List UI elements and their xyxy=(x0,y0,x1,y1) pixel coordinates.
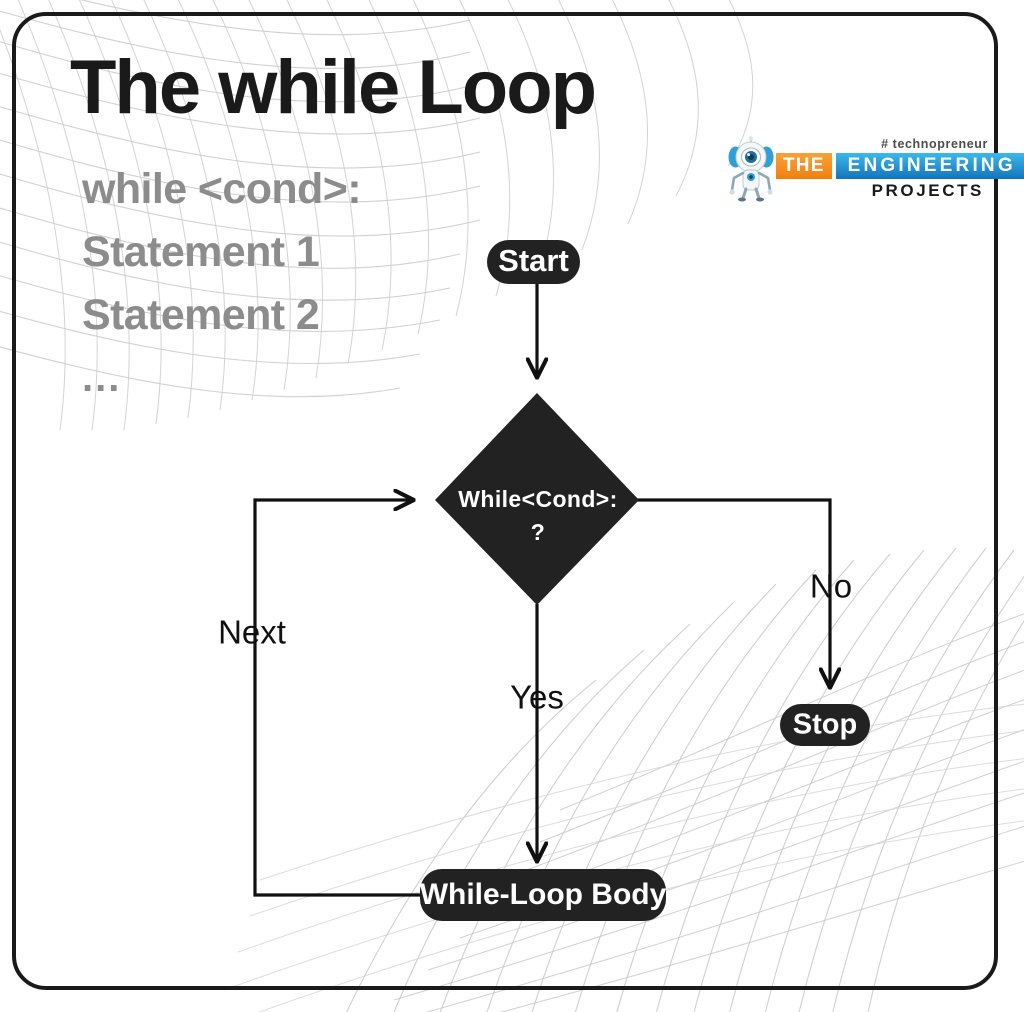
code-line-3: Statement 2 xyxy=(82,291,320,340)
node-start-label: Start xyxy=(498,243,569,278)
brand-name-bar: THE ENGINEERING xyxy=(776,153,1024,179)
code-line-2: Statement 1 xyxy=(82,228,320,277)
brand-tagline: # technopreneur xyxy=(881,137,988,151)
edge-label-next: Next xyxy=(218,614,286,651)
node-start[interactable]: Start xyxy=(487,240,580,284)
node-stop[interactable]: Stop xyxy=(780,704,870,746)
code-line-ellipsis: ... xyxy=(82,355,122,400)
node-decision-line1: While<Cond>: xyxy=(458,486,617,512)
edge-label-yes: Yes xyxy=(510,679,564,716)
brand-logo[interactable]: # technopreneur THE ENGINEERING PROJECTS xyxy=(722,134,1024,206)
brand-word-projects: PROJECTS xyxy=(871,181,984,200)
node-decision[interactable]: While<Cond>: ? xyxy=(435,393,639,605)
brand-word-the: THE xyxy=(776,153,832,179)
edge-body-next-loopback xyxy=(253,500,420,897)
node-while-loop-body[interactable]: While-Loop Body xyxy=(420,869,667,921)
brand-word-engineering: ENGINEERING xyxy=(835,153,1024,179)
code-snippet: while <cond>: Statement 1 Statement 2 ..… xyxy=(82,158,362,408)
edge-label-no: No xyxy=(810,568,852,605)
page-title: The while Loop xyxy=(70,45,597,130)
robot-mascot-icon xyxy=(728,136,774,202)
node-body-label: While-Loop Body xyxy=(420,878,667,911)
node-decision-line2: ? xyxy=(531,519,545,545)
edge-decision-no xyxy=(637,498,830,686)
code-line-1: while <cond>: xyxy=(82,165,362,213)
node-stop-label: Stop xyxy=(793,709,857,741)
brand-wordmark: # technopreneur THE ENGINEERING PROJECTS xyxy=(776,134,1024,204)
